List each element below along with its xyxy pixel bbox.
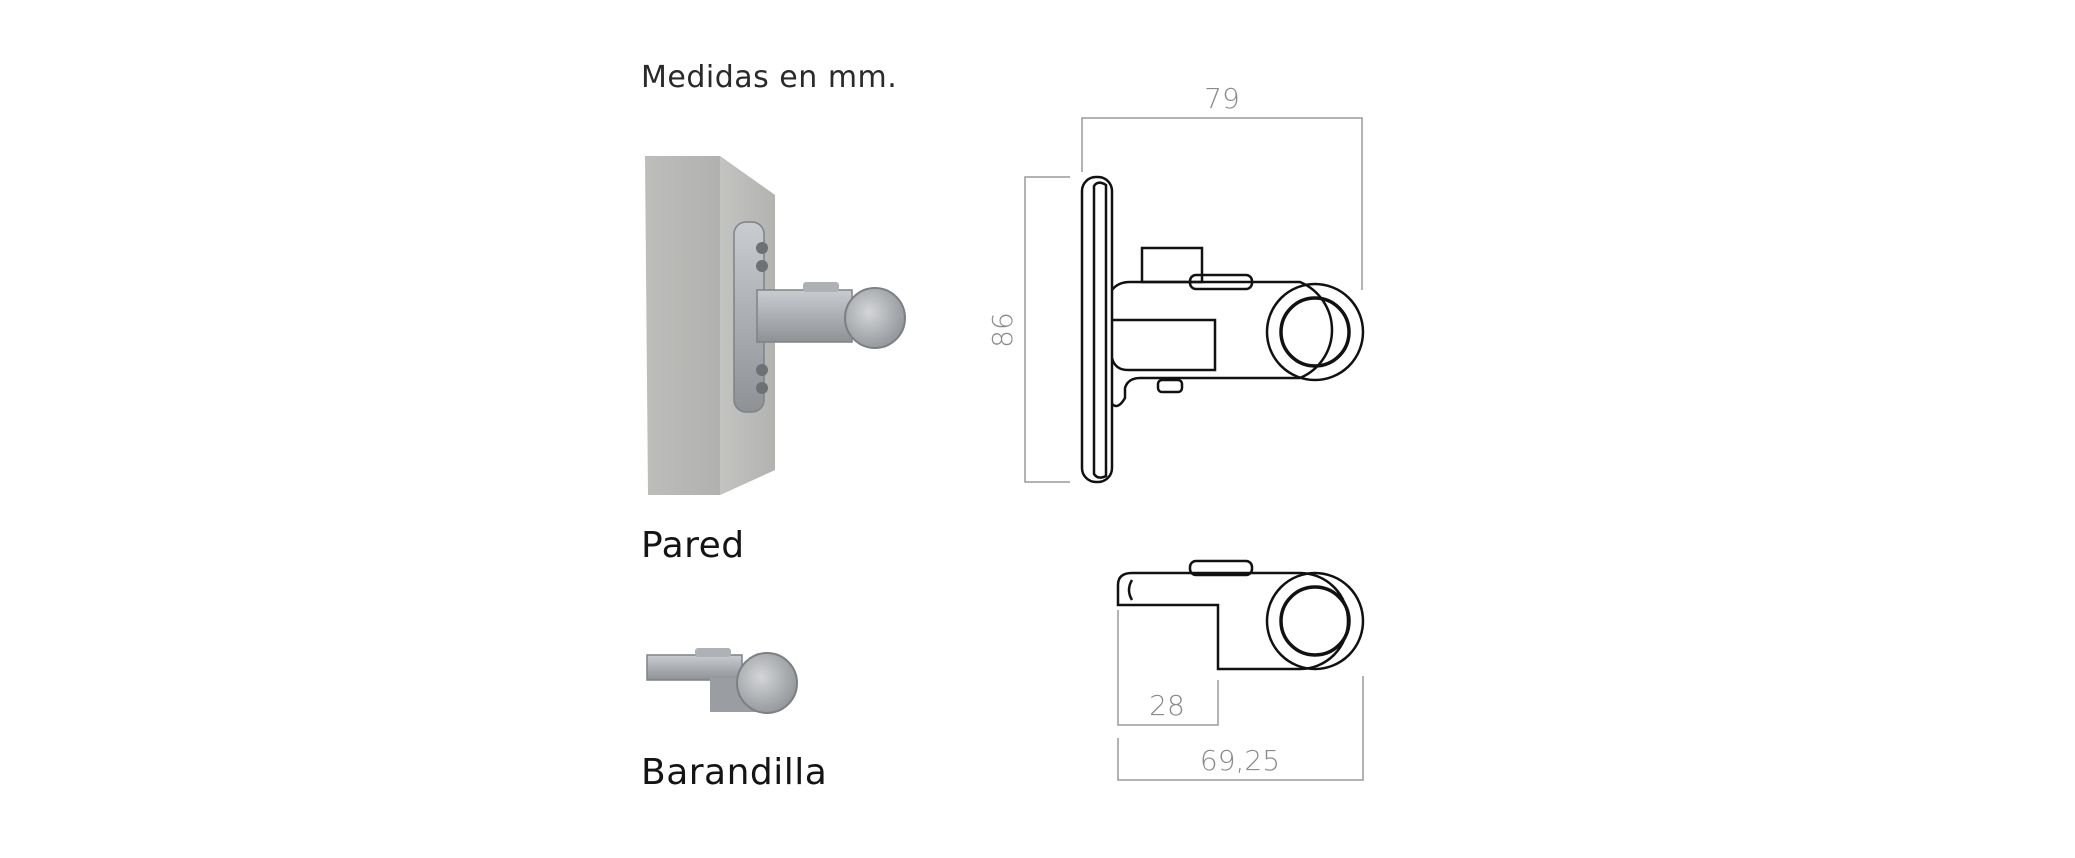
- railing-render: [646, 648, 798, 714]
- upper-tab: [1140, 246, 1204, 284]
- units-note: Medidas en mm.: [641, 60, 898, 95]
- rail-tube-inner: [1279, 585, 1351, 657]
- latch: [1188, 273, 1254, 291]
- rail-tube-outer: [1265, 571, 1365, 671]
- rail-knob-2: [736, 652, 798, 714]
- tube-inner: [1279, 296, 1351, 368]
- screw-bottom-2: [756, 382, 768, 394]
- wall-label: Pared: [641, 525, 745, 566]
- bracket-tab: [803, 282, 839, 292]
- dim-86-line: [1024, 176, 1070, 483]
- wall-mount-render: [645, 156, 906, 495]
- dim-28-line: [1117, 610, 1219, 726]
- bracket-body: [1111, 280, 1334, 408]
- screw-head: [1156, 378, 1184, 394]
- screw-top-2: [756, 260, 768, 272]
- dim-69-line: [1117, 676, 1364, 781]
- dim-86-label: 86: [986, 312, 1019, 348]
- rail-arm: [646, 654, 743, 681]
- wall-plate-outline: [1080, 175, 1114, 484]
- screw-top: [756, 242, 768, 254]
- dim-79-line: [1081, 117, 1363, 290]
- elevation-drawing: [1080, 175, 1365, 484]
- bracket-arm: [756, 289, 853, 343]
- plate-inner: [1092, 181, 1108, 479]
- dimension-labels: 79 86 28 69,25: [986, 82, 1280, 777]
- railing-label: Barandilla: [641, 752, 828, 793]
- dim-79-label: 79: [1204, 82, 1240, 115]
- dim-69-label: 69,25: [1200, 744, 1280, 777]
- inner-block: [1110, 318, 1217, 372]
- rail-body: [1116, 571, 1350, 671]
- rail-knob: [844, 287, 906, 349]
- dim-28-label: 28: [1149, 689, 1185, 722]
- tube-outer: [1265, 282, 1365, 382]
- rail-tip: [1127, 579, 1134, 601]
- screw-bottom: [756, 364, 768, 376]
- rail-tab: [695, 648, 731, 657]
- railing-elevation: [1116, 559, 1365, 671]
- rail-latch: [1188, 559, 1254, 577]
- dimension-lines: [1024, 117, 1364, 781]
